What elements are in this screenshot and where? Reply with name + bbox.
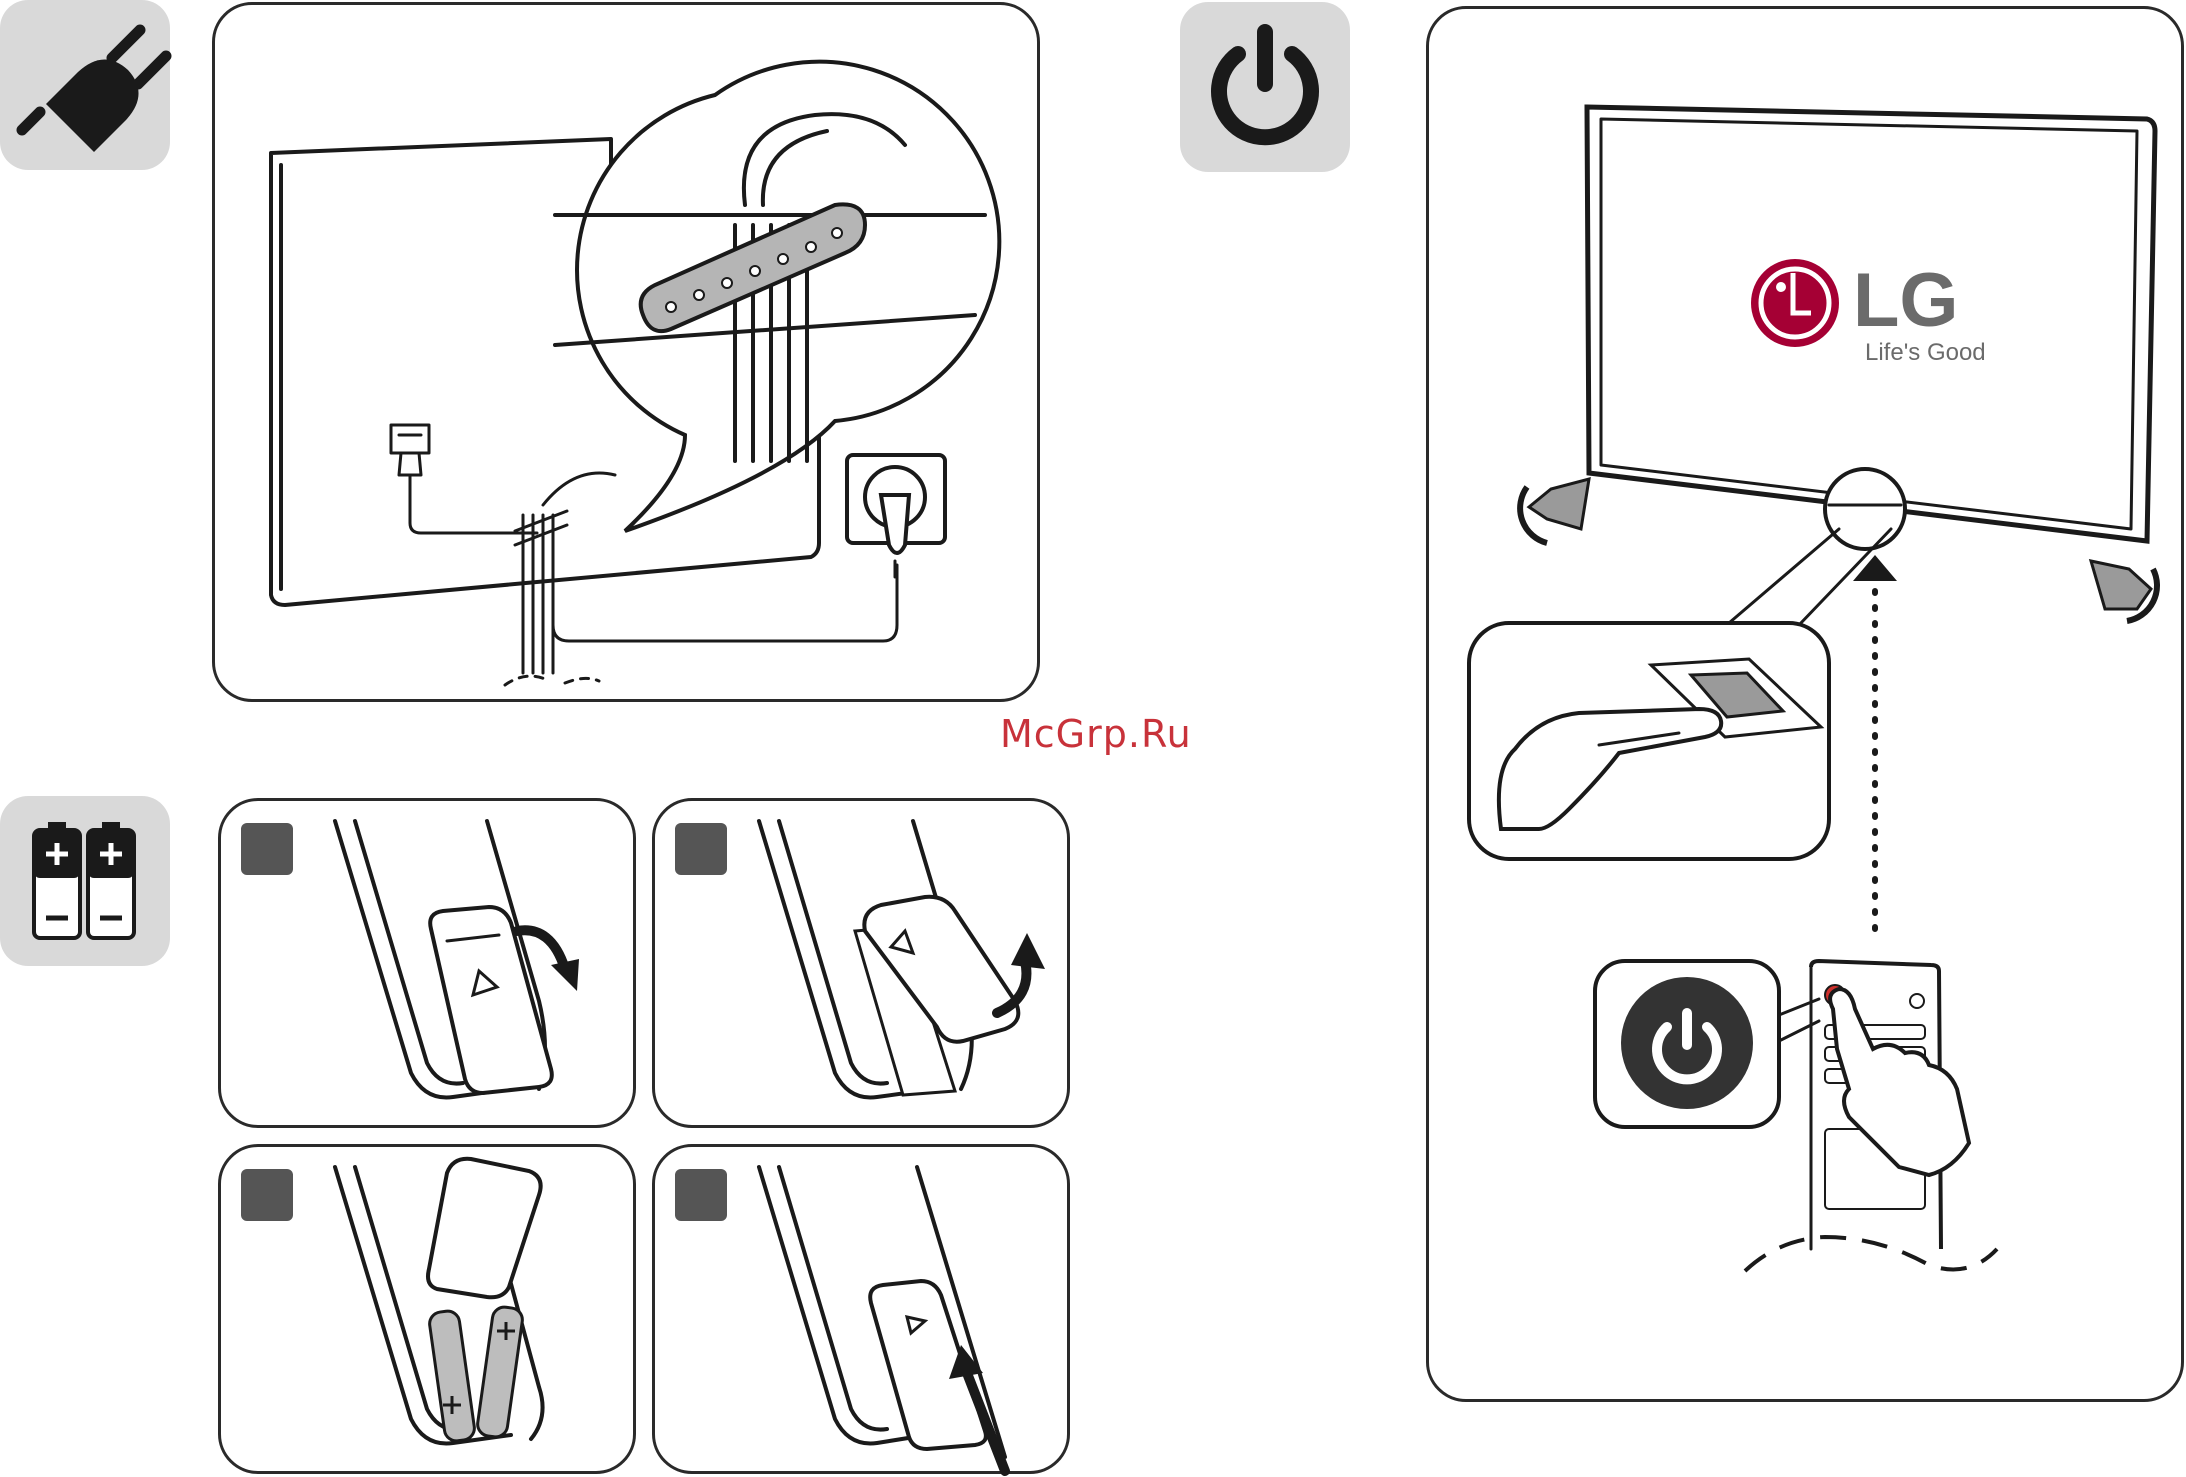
lg-brand-text: LG bbox=[1853, 257, 1959, 344]
battery-step-1-panel bbox=[218, 798, 636, 1128]
watermark-text: McGrp.Ru bbox=[1000, 712, 1192, 756]
battery-step-3-panel bbox=[218, 1144, 636, 1474]
tv-back-cable-illustration bbox=[215, 5, 1043, 705]
remote-close-cover-illustration bbox=[655, 1147, 1073, 1477]
power-on-panel: LG Life's Good bbox=[1426, 6, 2184, 1402]
battery-step-2-panel bbox=[652, 798, 1070, 1128]
plug-icon bbox=[0, 0, 170, 170]
battery-icon bbox=[0, 796, 170, 966]
remote-open-cover-illustration bbox=[221, 801, 639, 1131]
plug-badge bbox=[0, 0, 170, 170]
remote-lift-cover-illustration bbox=[655, 801, 1073, 1131]
cable-management-panel bbox=[212, 2, 1040, 702]
battery-badge bbox=[0, 796, 170, 966]
power-icon bbox=[1180, 2, 1350, 172]
lg-logo-icon bbox=[1429, 9, 2186, 1405]
remote-insert-batteries-illustration bbox=[221, 1147, 639, 1477]
lg-tagline-text: Life's Good bbox=[1865, 339, 1986, 367]
power-badge bbox=[1180, 2, 1350, 172]
battery-step-4-panel bbox=[652, 1144, 1070, 1474]
